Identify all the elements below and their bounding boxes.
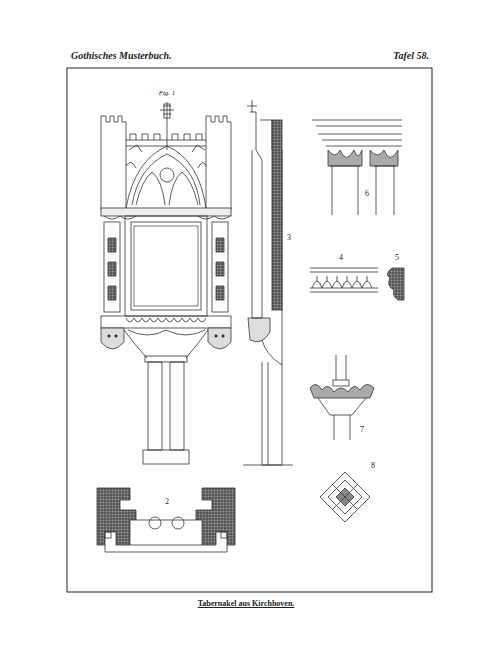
plate-caption: Tabernakel aus Kirchhoven. [197, 600, 296, 609]
figure-number: 3 [286, 234, 292, 243]
figure-number: 6 [364, 190, 370, 199]
figure-number: Fig. 1 [158, 90, 177, 98]
figure-number: 7 [359, 426, 365, 435]
figure-number: 8 [370, 462, 376, 471]
figure-number: 5 [394, 254, 400, 263]
figure-number: 2 [164, 498, 170, 507]
running-head: Tafel 58. [392, 50, 430, 61]
figure-number: 4 [338, 254, 344, 263]
running-head: Gothisches Musterbuch. [70, 50, 173, 61]
